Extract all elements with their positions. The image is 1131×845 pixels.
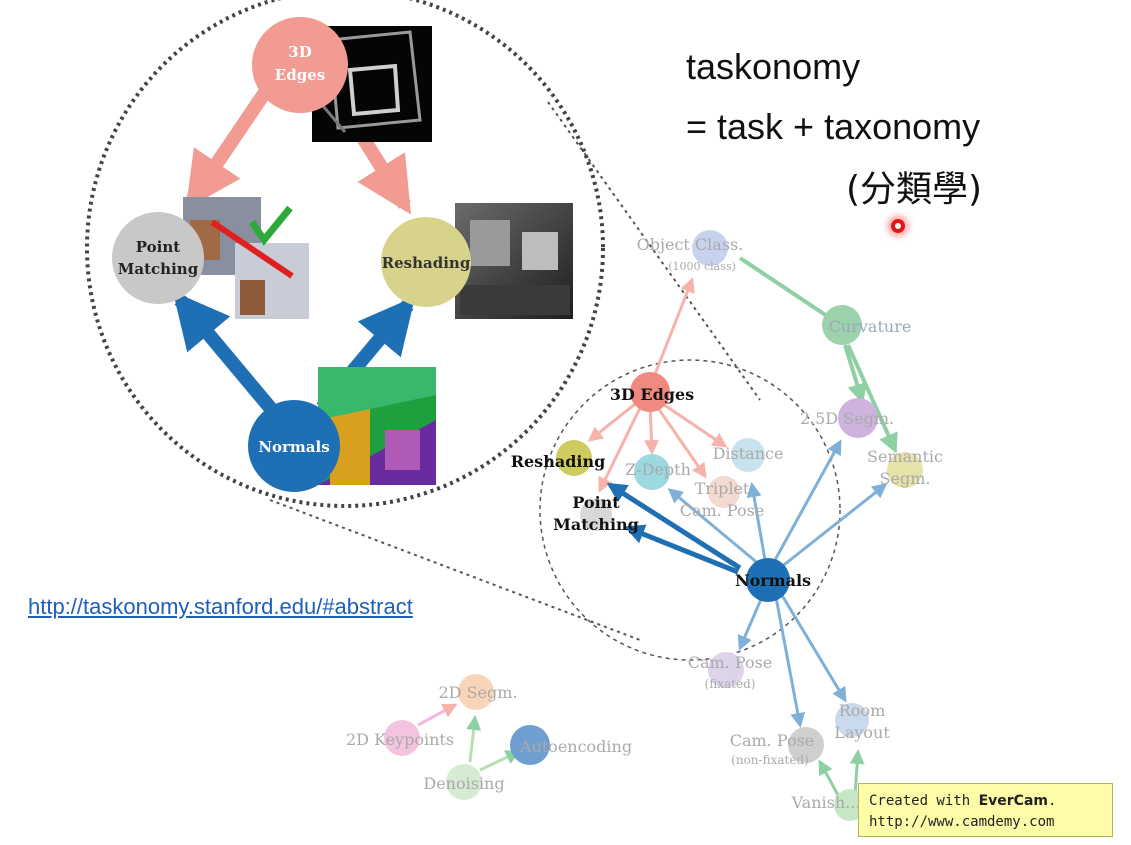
node-cam-pose-nonfixated: Cam. Pose	[730, 731, 815, 750]
zoom-node-reshading	[381, 217, 471, 307]
graph-edges	[417, 256, 898, 796]
watermark-suffix: .	[1047, 793, 1057, 809]
zoom-label-point-2: Matching	[118, 260, 199, 278]
node-curvature: Curvature	[829, 317, 912, 336]
title-taskonomy: taskonomy	[686, 46, 861, 87]
watermark-url: http://www.camdemy.com	[869, 814, 1055, 830]
node-cam-pose-fixated: Cam. Pose	[688, 653, 773, 672]
normals-thumbnail	[318, 367, 436, 485]
zoom-label-3d-edges-2: Edges	[275, 66, 325, 84]
node-cam-pose-fixated-sub: (fixated)	[705, 677, 756, 691]
node-room-layout-1: Room	[839, 701, 885, 720]
arrow-normals-to-pointmatching	[172, 291, 278, 415]
node-denoising: Denoising	[423, 774, 504, 793]
node-reshading: Reshading	[511, 452, 606, 471]
evercam-watermark: Created with EverCam. http://www.camdemy…	[858, 783, 1113, 837]
zoom-label-reshading: Reshading	[382, 254, 471, 272]
node-triplet-2: Cam. Pose	[680, 501, 765, 520]
reshading-thumbnail	[455, 203, 573, 319]
cursor-pointer-icon	[891, 219, 905, 233]
node-2-5d-segm: 2.5D Segm.	[800, 409, 894, 428]
arrow-edges-to-pointmatching	[185, 81, 276, 210]
zoom-node-point-matching	[112, 212, 204, 304]
node-cam-pose-nonfixated-sub: (non-fixated)	[731, 753, 809, 767]
node-vanishing: Vanish...	[791, 793, 861, 812]
cross-line	[210, 219, 294, 279]
zoom-label-point-1: Point	[136, 238, 180, 256]
node-triplet-1: Triplet	[695, 479, 750, 498]
node-point-matching-2: Matching	[553, 515, 639, 534]
node-z-depth: Z-Depth	[625, 460, 691, 479]
zoom-connector-top	[547, 101, 761, 401]
node-room-layout-2: Layout	[834, 723, 890, 742]
node-semantic-segm-2: Segm.	[880, 469, 931, 488]
node-point-matching-1: Point	[572, 493, 620, 512]
zoom-circle	[85, 0, 605, 508]
node-autoencoding: Autoencoding	[519, 737, 632, 756]
taskonomy-link[interactable]: http://taskonomy.stanford.edu/#abstract	[28, 594, 413, 619]
zoom-connector-bottom	[269, 499, 641, 641]
node-object-class: Object Class.	[637, 235, 744, 254]
node-2d-keypoints: 2D Keypoints	[346, 730, 454, 749]
zoom-label-3d-edges-1: 3D	[288, 43, 311, 61]
node-semantic-segm-1: Semantic	[867, 447, 943, 466]
arrow-normals-to-pointmatching-small	[624, 524, 739, 575]
zoom-node-normals	[248, 400, 340, 492]
checkmark-icon	[249, 205, 293, 246]
node-2d-segm: 2D Segm.	[438, 683, 517, 702]
graph-nodes	[384, 230, 923, 821]
title-definition: = task + taxonomy	[686, 106, 981, 147]
watermark-brand: EverCam	[978, 793, 1048, 809]
node-object-class-sub: (1000 class)	[668, 260, 736, 273]
node-3d-edges: 3D Edges	[610, 385, 694, 404]
node-distance: Distance	[713, 444, 784, 463]
zoom-label-normals: Normals	[258, 438, 329, 456]
node-normals: Normals	[735, 571, 811, 590]
small-zoom-circle	[539, 359, 841, 661]
zoom-node-3d-edges	[252, 17, 348, 113]
arrow-normals-to-reshading-small	[606, 482, 742, 571]
watermark-prefix: Created with	[869, 793, 979, 809]
title-chinese: (分類學)	[846, 169, 983, 210]
